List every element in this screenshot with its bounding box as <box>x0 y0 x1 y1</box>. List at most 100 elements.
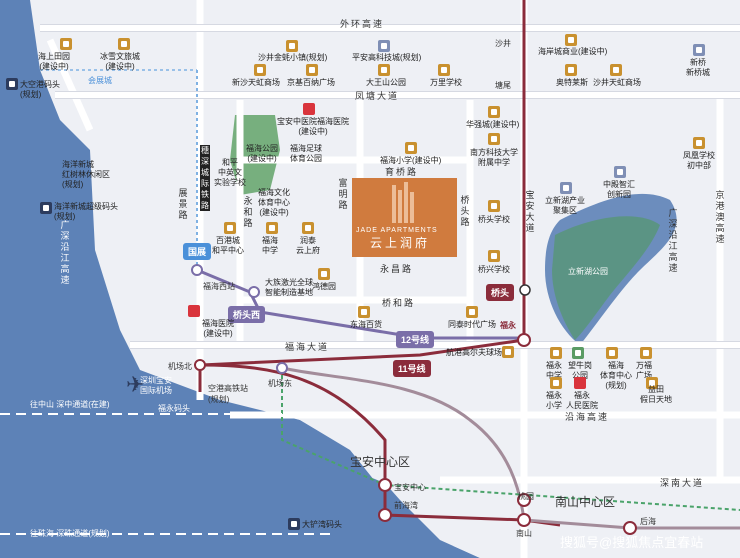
school-icon <box>60 38 72 50</box>
poi-label[interactable]: 和平 中英文 实验学校 <box>214 158 246 187</box>
poi-label[interactable]: 福海公园 (建设中) <box>246 144 278 163</box>
landmark-icon <box>358 306 370 318</box>
poi-label[interactable]: 福海 中学 <box>262 236 278 255</box>
station-fuhaixi[interactable]: 福海西站 <box>203 282 235 291</box>
ferry-to-zhuhai: 往珠海 深珠通道(规划) <box>30 529 110 538</box>
school-icon <box>488 200 500 212</box>
poi-label[interactable]: 润泰 云上府 <box>296 236 320 255</box>
poi-label[interactable]: 冰雪文旅城 (建设中) <box>100 52 140 71</box>
poi-label[interactable]: 深圳宝安 国际机场 <box>140 376 172 395</box>
school-icon <box>488 133 500 145</box>
poi-label[interactable]: 福海小学(建设中) <box>380 156 442 165</box>
poi-label[interactable]: 海洋新城 红树林休闲区 (规划) <box>62 160 110 189</box>
poi-label[interactable]: 中殿智汇 创新园 <box>603 180 635 199</box>
road-fuhai: 福海大道 <box>285 342 330 352</box>
poi-label[interactable]: 大铲湾码头 <box>302 520 342 529</box>
anchor-icon <box>6 78 18 90</box>
poi-label[interactable]: 万福 广场 <box>636 361 652 380</box>
station-taoyuan[interactable]: 桃园 <box>518 492 534 501</box>
landmark-icon <box>640 347 652 359</box>
project-name-cn[interactable]: 云上润府 <box>370 236 431 250</box>
station-nanshan[interactable]: 南山 <box>516 529 532 538</box>
road-yuqiao: 育桥路 <box>385 167 419 177</box>
station-jichangdong-marker <box>276 362 288 374</box>
landmark-icon <box>254 64 266 76</box>
poi-label[interactable]: 大王山公园 <box>366 78 406 87</box>
road-baoan: 宝安大道 <box>525 190 535 233</box>
poi-label[interactable]: 平安高科技城(规划) <box>352 53 422 62</box>
poi-label[interactable]: 桥兴学校 <box>478 265 510 274</box>
station-baoan-zhongxin[interactable]: 宝安中心 <box>394 483 426 492</box>
poi-label[interactable]: 百港城 和平中心 <box>212 236 244 255</box>
station-qianhaiwan[interactable]: 前海湾 <box>394 501 418 510</box>
poi-label[interactable]: 沙井金蚝小镇(规划) <box>258 53 328 62</box>
poi-label[interactable]: 福永 小学 <box>546 391 562 410</box>
station-airport-rail[interactable]: 空港高铁站 (规划) <box>208 384 248 404</box>
station-jichangdong[interactable]: 机场东 <box>268 379 292 388</box>
poi-label[interactable]: 立新湖公园 <box>568 267 608 276</box>
area-baoan-center: 宝安中心区 <box>350 455 411 469</box>
landmark-icon <box>693 44 705 56</box>
school-icon <box>550 377 562 389</box>
poi-label[interactable]: 凤凰学校 初中部 <box>683 151 715 170</box>
poi-label[interactable]: 宝安中医院福海医院 (建设中) <box>277 117 349 136</box>
school-icon <box>438 64 450 76</box>
station-qiaotou[interactable]: 桥头 <box>486 284 515 301</box>
road-zhanjing: 展景路 <box>178 188 188 220</box>
poi-label[interactable]: 海上田园 (建设中) <box>38 52 70 71</box>
station-guozhan-marker <box>191 264 203 276</box>
project-name-en: JADE APARTMENTS <box>356 227 438 234</box>
poi-label[interactable]: 福海医院 (建设中) <box>202 319 234 338</box>
road-qiaotou: 桥头路 <box>460 195 470 227</box>
poi-label[interactable]: 福永 人民医院 <box>566 391 598 410</box>
station-nanshan-marker <box>517 513 531 527</box>
airplane-icon: ✈ <box>126 372 145 397</box>
poi-label[interactable]: 沙井天虹商场 <box>593 78 641 87</box>
sea-area <box>0 0 480 558</box>
poi-label[interactable]: 东海百货 <box>350 320 382 329</box>
poi-label[interactable]: 南方科技大学 附属中学 <box>470 148 518 167</box>
station-tangwei[interactable]: 塘尾 <box>495 81 511 90</box>
poi-label[interactable]: 会展城 <box>88 76 112 85</box>
poi-label[interactable]: 福永 中学 <box>546 361 562 380</box>
poi-label[interactable]: 鸿德园 <box>312 282 336 291</box>
poi-label[interactable]: 望牛岗 公园 <box>568 361 592 380</box>
landmark-icon <box>286 40 298 52</box>
road-yonghe: 永和路 <box>243 196 253 228</box>
poi-label[interactable]: 华强城(建设中) <box>466 120 520 129</box>
station-qiaotouxi[interactable]: 桥头西 <box>228 306 266 323</box>
station-fuyong[interactable]: 福永 <box>500 321 516 330</box>
station-taoyuan-marker <box>517 493 531 507</box>
poi-label[interactable]: 福海文化 体育中心 (建设中) <box>258 188 290 217</box>
line-12-tag: 12号线 <box>396 331 435 348</box>
poi-label[interactable]: 益田 假日天地 <box>640 385 672 404</box>
station-jichangbei[interactable]: 机场北 <box>168 362 192 371</box>
poi-label[interactable]: 海洋新城超级码头 (规划) <box>54 202 118 221</box>
poi-label[interactable]: 立新湖产业 聚集区 <box>545 196 585 215</box>
poi-label[interactable]: 京基百纳广场 <box>287 78 335 87</box>
road-fuming: 富明路 <box>338 178 348 210</box>
station-houhai[interactable]: 后海 <box>640 517 656 526</box>
station-qiaotouxi-marker <box>248 286 260 298</box>
poi-label[interactable]: 大空港码头 (规划) <box>20 80 60 99</box>
station-houhai-marker <box>623 521 637 535</box>
poi-label[interactable]: 新桥 新桥城 <box>686 58 710 77</box>
station-shajing[interactable]: 沙井 <box>495 39 511 48</box>
poi-label[interactable]: 海岸城商业(建设中) <box>538 47 608 56</box>
road-guangshen: 广深沿江高速 <box>668 208 678 273</box>
hospital-icon <box>574 377 586 389</box>
poi-label[interactable]: 福海足球 体育公园 <box>290 144 322 163</box>
poi-label[interactable]: 同泰时代广场 <box>448 320 496 329</box>
poi-label[interactable]: 福永码头 <box>158 404 190 413</box>
poi-label[interactable]: 福海 体育中心 (规划) <box>600 361 632 390</box>
poi-label[interactable]: 航港高尔夫球场 <box>446 348 502 357</box>
poi-label[interactable]: 万里学校 <box>430 78 462 87</box>
anchor-icon <box>288 518 300 530</box>
poi-label[interactable]: 新沙天虹商场 <box>232 78 280 87</box>
line-11 <box>198 0 526 392</box>
poi-label[interactable]: 桥头学校 <box>478 215 510 224</box>
poi-label[interactable]: 奥特莱斯 <box>556 78 588 87</box>
poi-label[interactable]: 大族激光全球 智能制造基地 <box>265 278 313 297</box>
station-guozhan[interactable]: 国展 <box>183 243 212 260</box>
